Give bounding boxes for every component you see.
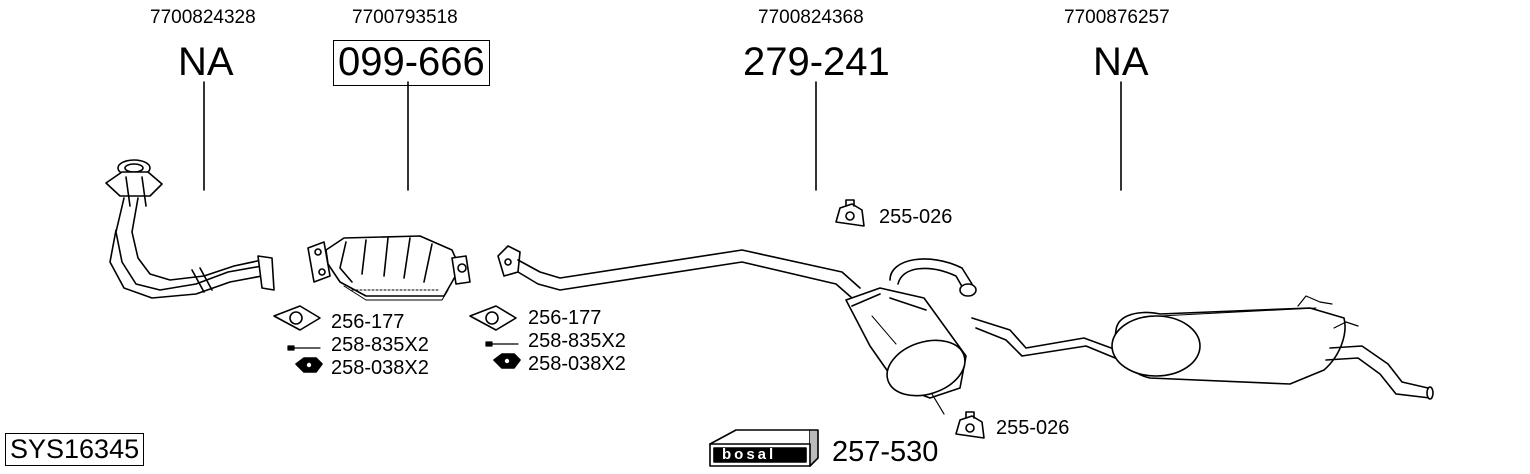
- gasket-icon-2: [469, 305, 517, 331]
- hanger-icon-top: [835, 199, 865, 227]
- nut-label-2: 258-038X2: [528, 353, 626, 375]
- nut-icon-2: [493, 353, 521, 369]
- hanger-icon-bottom: [955, 411, 985, 439]
- bolt-label-2: 258-835X2: [528, 330, 626, 352]
- gasket-label-2: 256-177: [528, 307, 602, 329]
- part-number-4: NA: [1093, 40, 1149, 84]
- hanger-label-top: 255-026: [879, 206, 953, 228]
- oe-number-1: 7700824328: [150, 7, 256, 28]
- bosal-logo: bosal: [722, 446, 777, 463]
- oe-number-3: 7700824368: [758, 7, 864, 28]
- bolt-label-1: 258-835X2: [331, 334, 429, 356]
- nut-label-1: 258-038X2: [331, 357, 429, 379]
- part-number-3: 279-241: [743, 40, 890, 84]
- rear-silencer: [971, 295, 1434, 400]
- part-number-1: NA: [178, 40, 234, 84]
- nut-icon-1: [295, 357, 323, 373]
- hanger-label-bottom: 255-026: [996, 417, 1070, 439]
- front-pipe: [105, 159, 275, 299]
- gasket-label-1: 256-177: [331, 311, 405, 333]
- bolt-icon-1: [287, 345, 321, 351]
- front-silencer: [845, 258, 977, 415]
- gasket-icon-1: [273, 305, 321, 331]
- kit-number: 257-530: [832, 436, 939, 468]
- system-id: SYS16345: [5, 433, 145, 466]
- oe-number-4: 7700876257: [1064, 7, 1170, 28]
- part-number-2: 099-666: [333, 40, 490, 86]
- bosal-kit-box: [709, 429, 819, 467]
- bolt-icon-2: [485, 341, 519, 347]
- intermediate-pipe: [497, 245, 861, 299]
- oe-number-2: 7700793518: [352, 7, 458, 28]
- catalytic-converter: [307, 235, 471, 301]
